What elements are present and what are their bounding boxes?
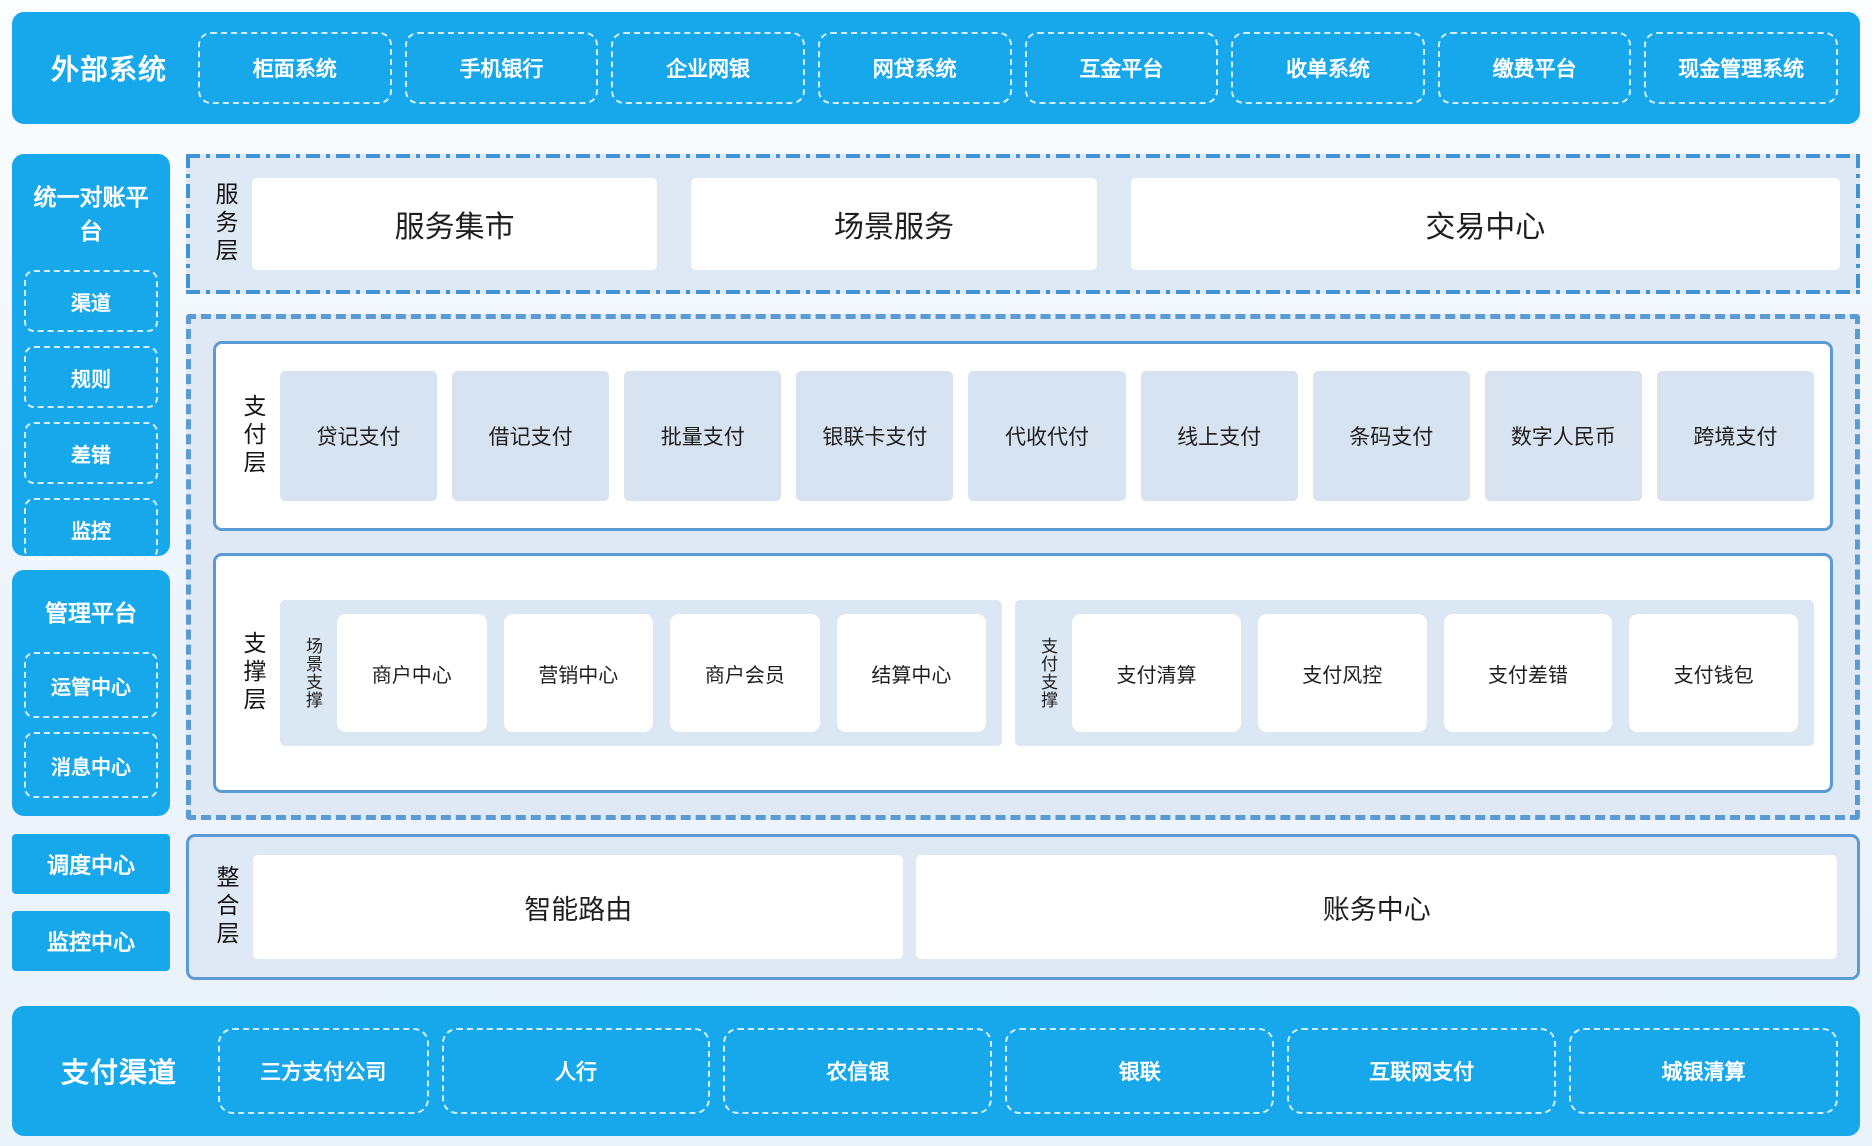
payment-channel-item: 互联网支付 — [1287, 1028, 1557, 1114]
monitor-center-box: 监控中心 — [12, 911, 170, 971]
external-system-item: 手机银行 — [404, 32, 599, 104]
reconciliation-item: 渠道 — [24, 270, 158, 332]
payment-support-group: 支付支撑 支付清算支付风控支付差错支付钱包 — [1015, 600, 1814, 746]
payment-item: 贷记支付 — [280, 371, 438, 501]
reconciliation-item: 规则 — [24, 346, 158, 408]
external-system-item: 收单系统 — [1231, 32, 1425, 104]
scene-support-item: 营销中心 — [503, 614, 654, 732]
scene-support-items: 商户中心营销中心商户会员结算中心 — [337, 614, 987, 732]
payment-item: 代收代付 — [968, 371, 1126, 501]
service-layer-label: 服务层 — [212, 182, 238, 266]
service-layer-items: 服务集市场景服务交易中心 — [252, 178, 1840, 270]
payment-channel-item: 城银清算 — [1569, 1028, 1838, 1114]
management-item: 运管中心 — [24, 652, 158, 718]
service-layer: 服务层 服务集市场景服务交易中心 — [186, 154, 1860, 294]
support-layer: 支撑层 场景支撑 商户中心营销中心商户会员结算中心 支付支撑 支付清算支付风控支… — [213, 553, 1833, 793]
integration-item: 账务中心 — [916, 855, 1837, 959]
payment-channel-item: 农信银 — [723, 1028, 993, 1114]
reconciliation-platform-items: 渠道规则差错监控 — [24, 270, 158, 560]
management-platform-panel: 管理平台 运管中心消息中心 — [12, 570, 170, 816]
middle-section: 统一对账平台 渠道规则差错监控 管理平台 运管中心消息中心 调度中心 监控中心 … — [12, 154, 1860, 980]
payment-item: 借记支付 — [452, 371, 610, 501]
scene-support-item: 结算中心 — [836, 614, 987, 732]
payment-channel-item: 人行 — [441, 1028, 711, 1114]
payment-item: 银联卡支付 — [796, 371, 954, 501]
payment-item: 条码支付 — [1312, 371, 1470, 501]
payment-channels-items: 三方支付公司人行农信银银联互联网支付城银清算 — [218, 1028, 1838, 1114]
payment-channel-item: 三方支付公司 — [218, 1028, 429, 1114]
external-system-item: 柜面系统 — [198, 32, 392, 104]
integration-layer-items: 智能路由账务中心 — [253, 855, 1837, 959]
payment-support-item: 支付清算 — [1072, 614, 1241, 732]
external-system-item: 互金平台 — [1024, 32, 1219, 104]
external-system-item: 网贷系统 — [817, 32, 1012, 104]
payment-support-item: 支付钱包 — [1629, 614, 1799, 732]
management-platform-items: 运管中心消息中心 — [24, 652, 158, 798]
reconciliation-item: 差错 — [24, 422, 158, 484]
integration-layer: 整合层 智能路由账务中心 — [186, 834, 1860, 980]
integration-item: 智能路由 — [253, 855, 904, 959]
integration-layer-label: 整合层 — [213, 865, 239, 949]
payment-support-items: 支付清算支付风控支付差错支付钱包 — [1072, 614, 1799, 732]
payment-layer-label: 支付层 — [240, 394, 266, 478]
reconciliation-item: 监控 — [24, 498, 158, 560]
external-system-item: 现金管理系统 — [1644, 32, 1838, 104]
reconciliation-platform-title: 统一对账平台 — [33, 184, 149, 244]
support-layer-label: 支撑层 — [240, 631, 266, 715]
external-system-item: 缴费平台 — [1437, 32, 1632, 104]
external-systems-bar: 外部系统 柜面系统手机银行企业网银网贷系统互金平台收单系统缴费平台现金管理系统 — [12, 12, 1860, 124]
management-item: 消息中心 — [24, 732, 158, 798]
payment-channel-item: 银联 — [1005, 1028, 1275, 1114]
scene-support-item: 商户会员 — [670, 614, 820, 732]
support-groups: 场景支撑 商户中心营销中心商户会员结算中心 支付支撑 支付清算支付风控支付差错支… — [280, 600, 1814, 746]
payment-channels-bar: 支付渠道 三方支付公司人行农信银银联互联网支付城银清算 — [12, 1006, 1860, 1136]
payment-support-item: 支付风控 — [1257, 614, 1427, 732]
external-systems-title: 外部系统 — [50, 54, 167, 85]
payment-item: 数字人民币 — [1484, 371, 1642, 501]
reconciliation-platform-panel: 统一对账平台 渠道规则差错监控 — [12, 154, 170, 560]
payment-layer-items: 贷记支付借记支付批量支付银联卡支付代收代付线上支付条码支付数字人民币跨境支付 — [280, 371, 1814, 501]
payment-item: 线上支付 — [1140, 371, 1298, 501]
payment-item: 批量支付 — [624, 371, 782, 501]
scene-support-group: 场景支撑 商户中心营销中心商户会员结算中心 — [280, 600, 1003, 746]
payment-item: 跨境支付 — [1656, 371, 1814, 501]
payment-channels-title: 支付渠道 — [60, 1057, 177, 1088]
service-item: 场景服务 — [691, 178, 1097, 270]
payment-layer: 支付层 贷记支付借记支付批量支付银联卡支付代收代付线上支付条码支付数字人民币跨境… — [213, 341, 1833, 531]
external-system-item: 企业网银 — [611, 32, 805, 104]
scene-support-item: 商户中心 — [337, 614, 487, 732]
management-platform-title: 管理平台 — [45, 600, 137, 626]
main-layers-column: 服务层 服务集市场景服务交易中心 支付层 贷记支付借记支付批量支付银联卡支付代收… — [186, 154, 1860, 980]
service-item: 服务集市 — [252, 178, 658, 270]
left-sidebar: 统一对账平台 渠道规则差错监控 管理平台 运管中心消息中心 调度中心 监控中心 — [12, 154, 170, 980]
payment-support-label: 支付支撑 — [1038, 637, 1058, 709]
scene-support-label: 场景支撑 — [303, 637, 322, 709]
core-layers-group: 支付层 贷记支付借记支付批量支付银联卡支付代收代付线上支付条码支付数字人民币跨境… — [186, 314, 1860, 820]
dispatch-center-box: 调度中心 — [12, 834, 170, 894]
external-systems-items: 柜面系统手机银行企业网银网贷系统互金平台收单系统缴费平台现金管理系统 — [198, 32, 1838, 104]
service-item: 交易中心 — [1130, 178, 1840, 270]
payment-support-item: 支付差错 — [1443, 614, 1613, 732]
